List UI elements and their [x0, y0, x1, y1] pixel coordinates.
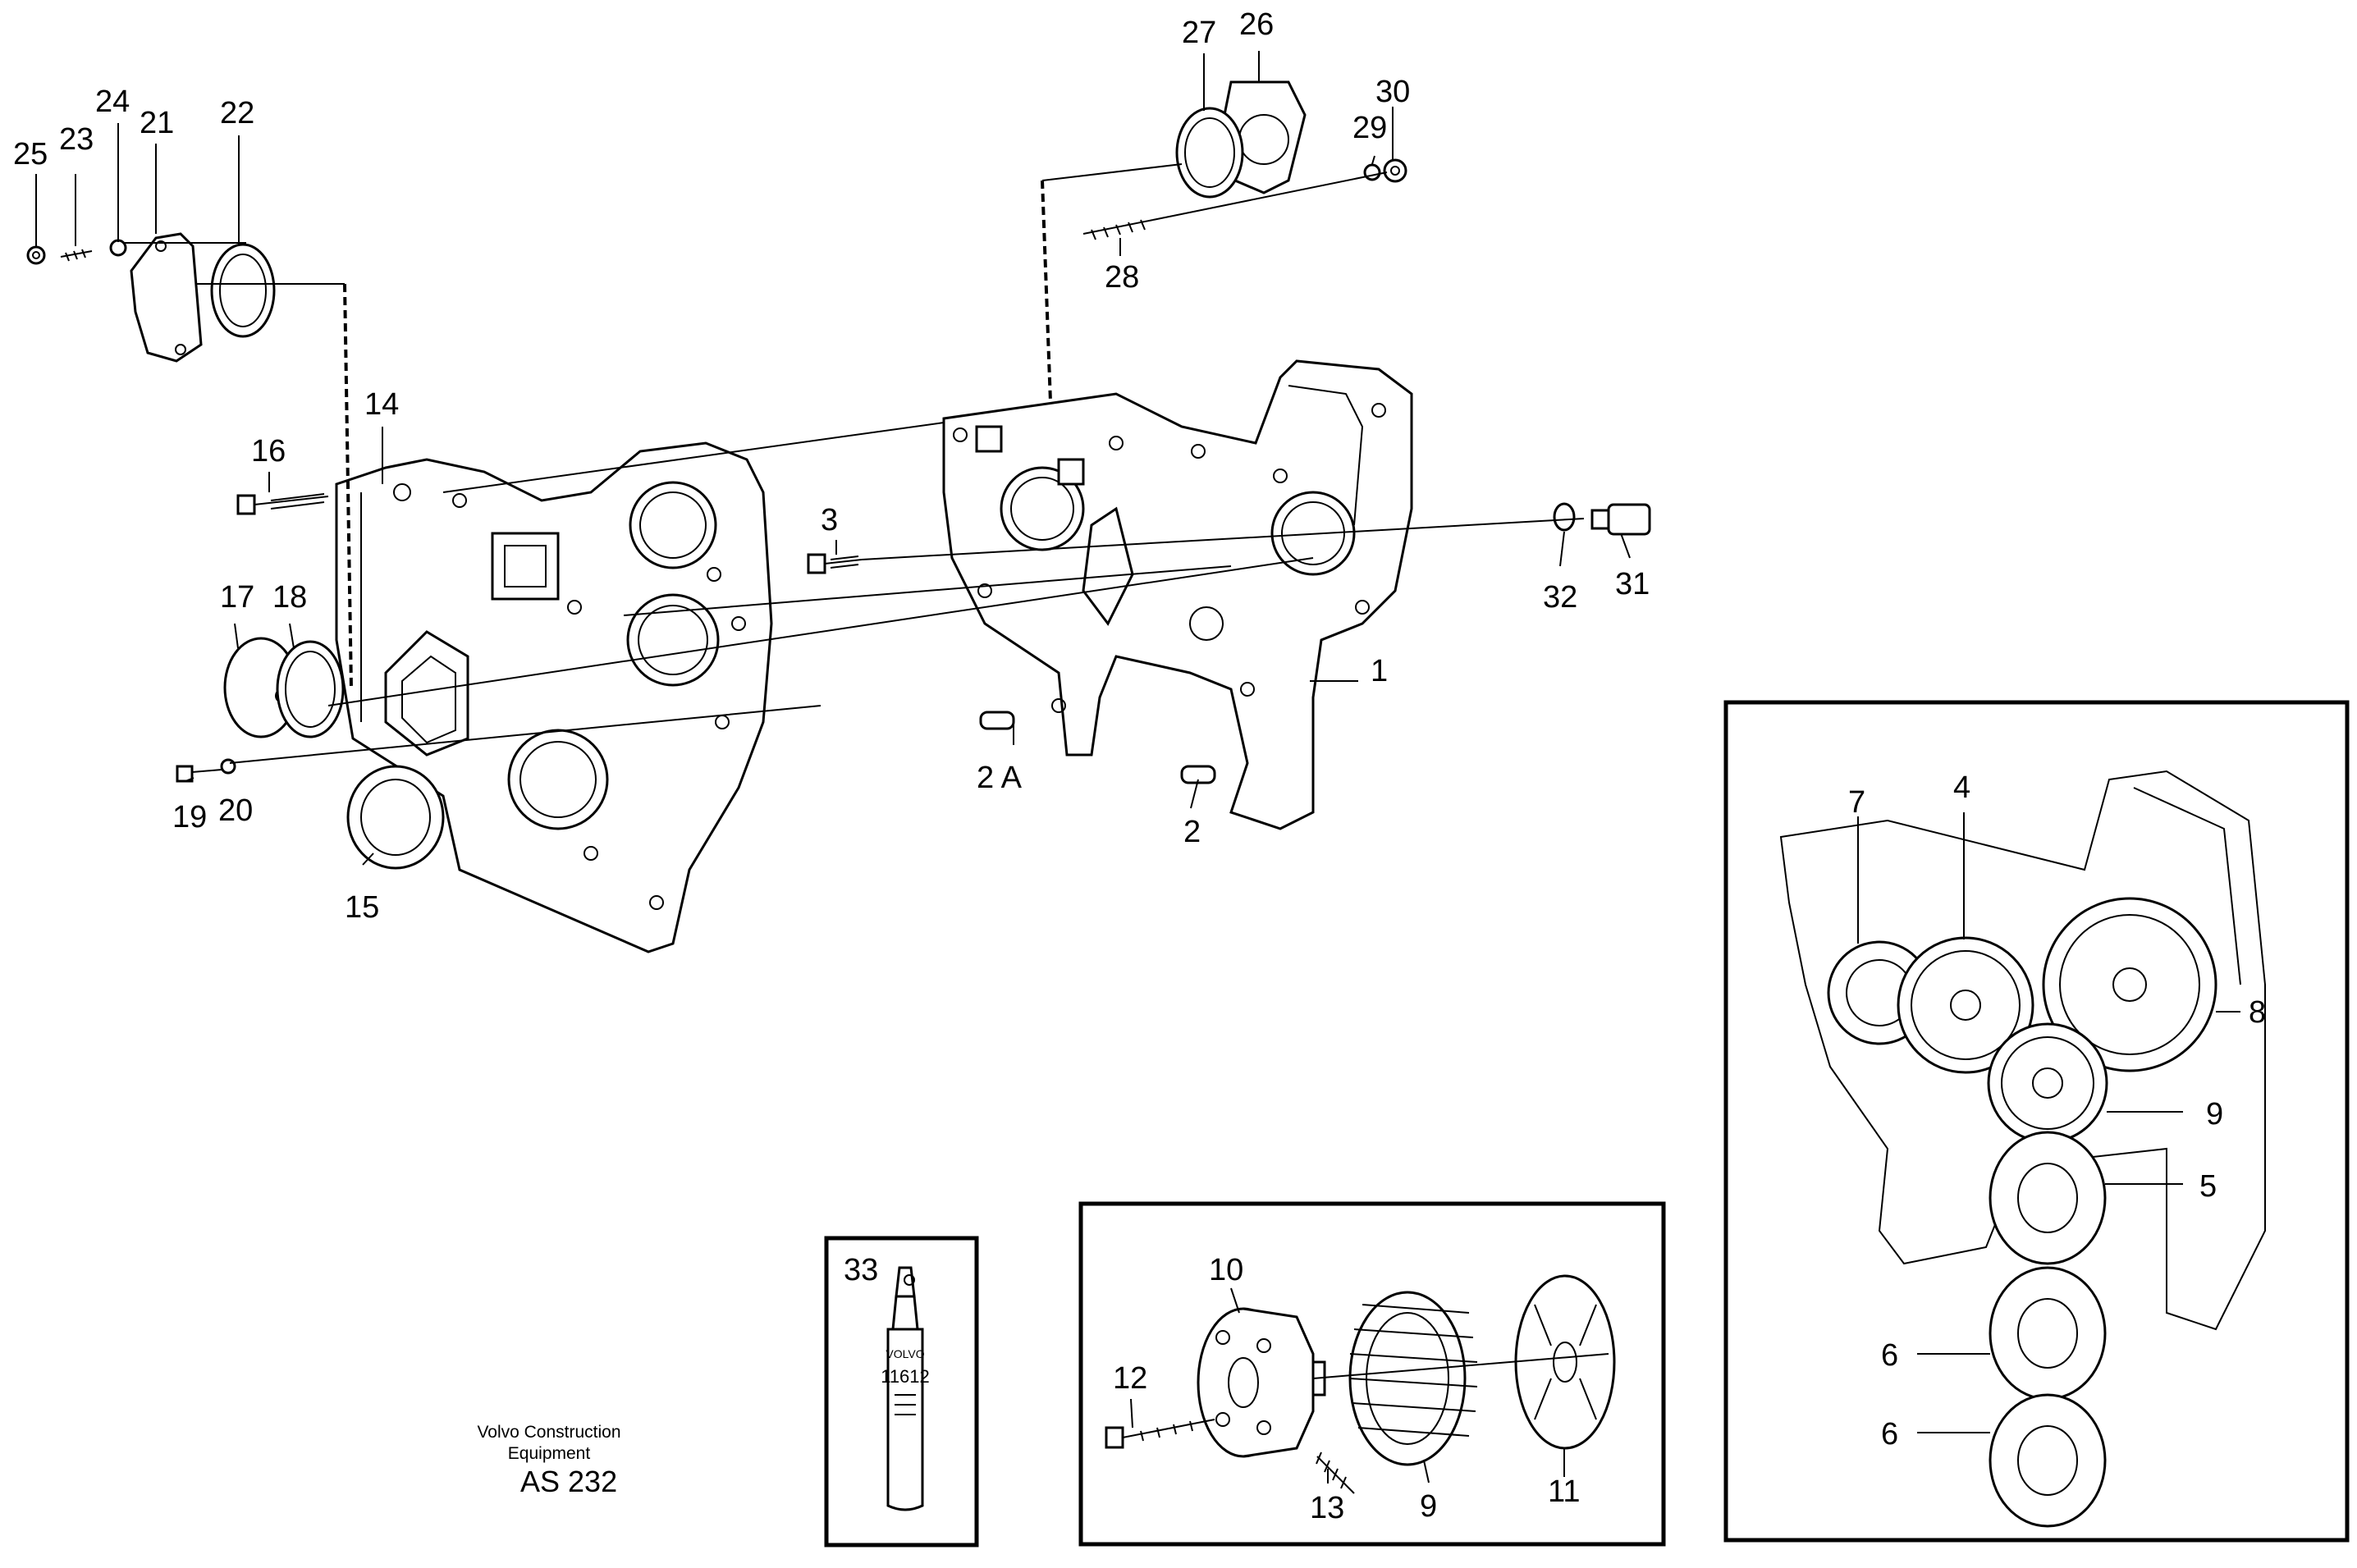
- sealing-ring-22: [210, 243, 276, 338]
- callout-20: 20: [218, 793, 253, 828]
- bolt-12: [1105, 1419, 1215, 1449]
- nut-30: [1383, 158, 1407, 183]
- callout-32: 32: [1543, 580, 1577, 615]
- callout-18: 18: [272, 580, 307, 615]
- inset-box-sealant: [824, 1236, 979, 1547]
- footer-block: Volvo Construction Equipment AS 232: [477, 1423, 620, 1498]
- callout-17: 17: [220, 580, 254, 615]
- inset-box-idler-gear: [1078, 1201, 1666, 1547]
- callout-3: 3: [821, 503, 838, 537]
- timing-gear-housing-1: [942, 359, 1413, 830]
- callout-25: 25: [13, 137, 48, 171]
- nut-25: [26, 245, 46, 265]
- callout-27: 27: [1182, 16, 1216, 50]
- cover-plate-21: [130, 232, 203, 363]
- callout-33: 33: [844, 1253, 878, 1287]
- gear-housing-outline: [1779, 770, 2266, 1331]
- gasket-18: [276, 640, 345, 738]
- callout-12: 12: [1113, 1361, 1147, 1396]
- callout-22: 22: [220, 96, 254, 130]
- hub-10: [1197, 1307, 1326, 1458]
- callout-2: 2: [1183, 815, 1201, 849]
- thrust-washer-11: [1514, 1274, 1616, 1450]
- callout-19: 19: [172, 800, 207, 834]
- drawing-code: AS 232: [520, 1465, 617, 1498]
- callout-23: 23: [59, 122, 94, 157]
- screw-13: [1316, 1451, 1355, 1494]
- company-name-line1: Volvo Construction: [477, 1423, 620, 1442]
- callout-leaders: [35, 51, 1631, 866]
- callout-14: 14: [364, 387, 399, 422]
- callout-6-lower: 6: [1881, 1417, 1898, 1451]
- left-timing-cover: [335, 441, 773, 953]
- callout-15: 15: [345, 890, 379, 925]
- callout-10: 10: [1209, 1253, 1243, 1287]
- inset-callout-leaders: [1130, 1287, 1565, 1483]
- screw-16: [236, 493, 329, 515]
- callout-24: 24: [95, 85, 130, 119]
- dowel-pin-2a: [979, 711, 1015, 730]
- callout-6-upper: 6: [1881, 1338, 1898, 1373]
- callout-28: 28: [1105, 260, 1139, 295]
- callout-1: 1: [1371, 654, 1388, 688]
- idler-gear-9: [1987, 1022, 2108, 1144]
- gear-train-callout-leaders: [1857, 812, 2240, 1433]
- callout-30: 30: [1375, 75, 1410, 109]
- seal-ring-15: [346, 765, 445, 870]
- callout-21: 21: [140, 106, 174, 140]
- callout-31: 31: [1615, 567, 1650, 601]
- gear-8: [2042, 897, 2217, 1072]
- gear-6-upper: [1989, 1266, 2107, 1401]
- company-name-line2: Equipment: [508, 1444, 591, 1463]
- callout-8: 8: [2249, 995, 2266, 1030]
- callout-4: 4: [1953, 770, 1970, 805]
- camshaft-gear-4: [1897, 936, 2034, 1074]
- bottle-brand-label: VOLVO: [886, 1347, 924, 1360]
- inset-axis-line: [1312, 1353, 1609, 1379]
- sealant-bottle-33: VOLVO 11612: [881, 1266, 930, 1511]
- alignment-lines: [123, 163, 1585, 764]
- gear-6-lower: [1989, 1393, 2107, 1528]
- sealing-ring-27: [1175, 107, 1244, 199]
- washer-20: [220, 758, 236, 775]
- callout-9-inset: 9: [1420, 1489, 1437, 1524]
- callout-labels: 1 2 A 2 3 14 15 16 17 18 19 20 21 22 23 …: [13, 7, 2266, 1525]
- callout-29: 29: [1352, 111, 1387, 145]
- washer-32: [1553, 502, 1576, 532]
- screw-19: [176, 765, 222, 783]
- callout-9: 9: [2206, 1097, 2223, 1131]
- inset-box-gear-train: [1723, 700, 2350, 1543]
- callout-26: 26: [1239, 7, 1274, 42]
- callout-7: 7: [1848, 785, 1865, 820]
- callout-11: 11: [1548, 1474, 1580, 1509]
- plug-31: [1590, 503, 1651, 536]
- stud-23: [60, 249, 93, 262]
- callout-16: 16: [251, 434, 286, 469]
- callout-5: 5: [2199, 1169, 2217, 1204]
- idler-gear-9-inset: [1348, 1291, 1478, 1466]
- crankshaft-gear-5: [1989, 1131, 2107, 1265]
- bottle-number-label: 11612: [881, 1366, 930, 1387]
- washer-29: [1363, 163, 1381, 181]
- screw-3: [807, 553, 863, 574]
- callout-13: 13: [1310, 1491, 1344, 1525]
- callout-2a: 2 A: [977, 761, 1023, 795]
- stud-28: [1082, 219, 1154, 240]
